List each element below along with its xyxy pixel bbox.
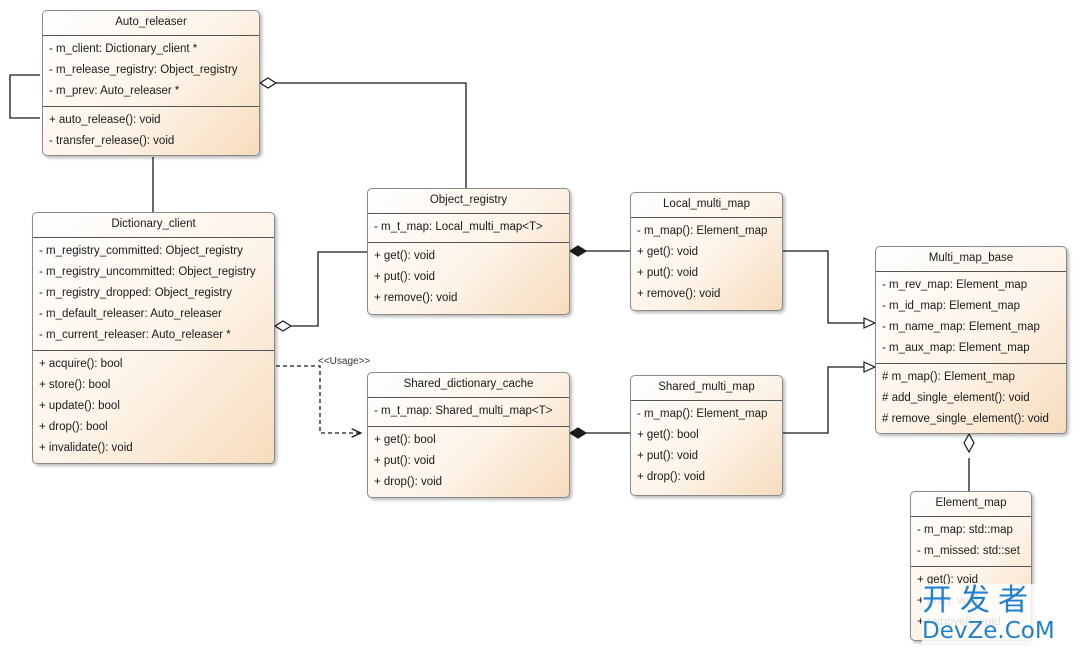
operation-row: + update(): bool xyxy=(39,400,120,412)
attribute-row: - m_registry_committed: Object_registry xyxy=(39,245,243,257)
operation-row: + auto_release(): void xyxy=(49,114,161,126)
operation-row: # remove_single_element(): void xyxy=(882,413,1049,425)
operation-row: # add_single_element(): void xyxy=(882,392,1030,404)
watermark-chinese: 开发者 xyxy=(922,583,1036,618)
operation-section: + acquire(): bool + store(): bool + update… xyxy=(33,350,274,463)
operation-row: + remove(): void xyxy=(637,288,721,300)
attribute-row: - m_name_map: Element_map xyxy=(882,321,1040,333)
operation-row: - transfer_release(): void xyxy=(49,135,175,147)
releaser-registry-aggregation-line xyxy=(268,82,467,188)
operation-section: + auto_release(): void - transfer_release… xyxy=(43,106,259,155)
class-box[interactable]: Shared_dictionary_cache - m_t_map: Shared… xyxy=(367,372,570,498)
class-title: Element_map xyxy=(911,492,1031,517)
class-box[interactable]: Multi_map_base- m_rev_map: Element_map- … xyxy=(875,246,1067,434)
class-title: Local_multi_map xyxy=(631,193,782,218)
operation-row: + get(): void xyxy=(374,250,436,262)
operation-section: # m_map(): Element_map # add_single_eleme… xyxy=(876,363,1066,433)
attribute-row: - m_missed: std::set xyxy=(917,545,1020,557)
watermark: 开发者 DevZe.CoM xyxy=(922,584,1072,644)
class-box[interactable]: Local_multi_map - m_map(): Element_map + g… xyxy=(630,192,783,311)
composition-diamond xyxy=(568,427,588,439)
operation-section: - m_map(): Element_map + get(): bool + put… xyxy=(631,401,782,492)
attribute-section: - m_t_map: Shared_multi_map<T> xyxy=(368,398,569,426)
attribute-row: - m_current_releaser: Auto_releaser * xyxy=(39,329,231,341)
attribute-row: - m_aux_map: Element_map xyxy=(882,342,1030,354)
operation-row: + drop(): bool xyxy=(39,421,108,433)
class-title: Dictionary_client xyxy=(33,213,274,238)
operation-row: - m_map(): Element_map xyxy=(637,408,768,420)
operation-row: + get(): bool xyxy=(637,429,699,441)
attribute-section: - m_map: std::map- m_missed: std::set xyxy=(911,517,1031,566)
attribute-section: - m_rev_map: Element_map - m_id_map: Elem… xyxy=(876,272,1066,363)
class-box[interactable]: Auto_releaser- m_client: Dictionary_clie… xyxy=(42,10,260,156)
operation-row: # m_map(): Element_map xyxy=(882,371,1015,383)
attribute-section: - m_t_map: Local_multi_map<T> xyxy=(368,214,569,242)
composition-diamond xyxy=(568,245,588,257)
attribute-row: - m_id_map: Element_map xyxy=(882,300,1021,312)
operation-row: + drop(): void xyxy=(637,471,706,483)
operation-row: + remove(): void xyxy=(374,292,458,304)
aggregation-diamond xyxy=(273,320,293,332)
attribute-row: - m_registry_uncommitted: Object_registr… xyxy=(39,266,256,278)
operation-row: + get(): bool xyxy=(374,434,436,446)
class-box[interactable]: Shared_multi_map - m_map(): Element_map + … xyxy=(630,375,783,496)
client-registry-aggregation-line xyxy=(286,251,367,327)
class-title: Shared_dictionary_cache xyxy=(368,373,569,398)
attribute-row: - m_t_map: Shared_multi_map<T> xyxy=(374,405,553,417)
generalization-arrowhead xyxy=(863,361,877,373)
operation-section: + get(): bool + put(): void + drop(): void xyxy=(368,426,569,497)
sharedmap-base-generalization-line xyxy=(783,366,864,434)
aggregation-diamond xyxy=(258,77,278,89)
operation-row: + drop(): void xyxy=(374,476,443,488)
operation-row: + put(): void xyxy=(637,267,699,279)
operation-row: + put(): void xyxy=(637,450,699,462)
attribute-row: - m_prev: Auto_releaser * xyxy=(49,85,180,97)
operation-row: - m_map(): Element_map xyxy=(637,225,768,237)
attribute-section: - m_registry_committed: Object_registry -… xyxy=(33,238,274,350)
attribute-row: - m_map: std::map xyxy=(917,524,1013,536)
operation-row: + store(): bool xyxy=(39,379,111,391)
aggregation-diamond xyxy=(963,432,975,454)
attribute-row: - m_t_map: Local_multi_map<T> xyxy=(374,221,543,233)
class-box[interactable]: Object_registry - m_t_map: Local_multi_ma… xyxy=(367,188,570,315)
attribute-row: - m_client: Dictionary_client * xyxy=(49,43,198,55)
operation-row: + invalidate(): void xyxy=(39,442,133,454)
operation-row: + get(): void xyxy=(917,574,979,586)
operation-section: + get(): void + put(): void + remove(): vo… xyxy=(368,242,569,313)
class-title: Object_registry xyxy=(368,189,569,214)
attribute-row: - m_rev_map: Element_map xyxy=(882,279,1028,291)
usage-dependency-line xyxy=(276,365,361,433)
class-title: Multi_map_base xyxy=(876,247,1066,272)
operation-row: + put(): void xyxy=(374,455,436,467)
operation-row: + get(): void xyxy=(637,246,699,258)
attribute-row: - m_release_registry: Object_registry xyxy=(49,64,238,76)
generalization-arrowhead xyxy=(863,317,877,329)
operation-row: + acquire(): bool xyxy=(39,358,123,370)
class-title: Auto_releaser xyxy=(43,11,259,36)
operation-section: - m_map(): Element_map + get(): void + put… xyxy=(631,218,782,309)
localmap-base-generalization-line xyxy=(783,250,864,324)
self-association-line xyxy=(9,74,40,119)
attribute-section: - m_client: Dictionary_client * - m_relea… xyxy=(43,36,259,106)
watermark-latin: DevZe.CoM xyxy=(922,618,1055,644)
usage-stereotype-label: <<Usage>> xyxy=(318,356,371,367)
operation-row: + put(): void xyxy=(374,271,436,283)
attribute-row: - m_registry_dropped: Object_registry xyxy=(39,287,233,299)
class-title: Shared_multi_map xyxy=(631,376,782,401)
attribute-row: - m_default_releaser: Auto_releaser xyxy=(39,308,222,320)
class-box[interactable]: Dictionary_client- m_registry_committed:… xyxy=(32,212,275,464)
